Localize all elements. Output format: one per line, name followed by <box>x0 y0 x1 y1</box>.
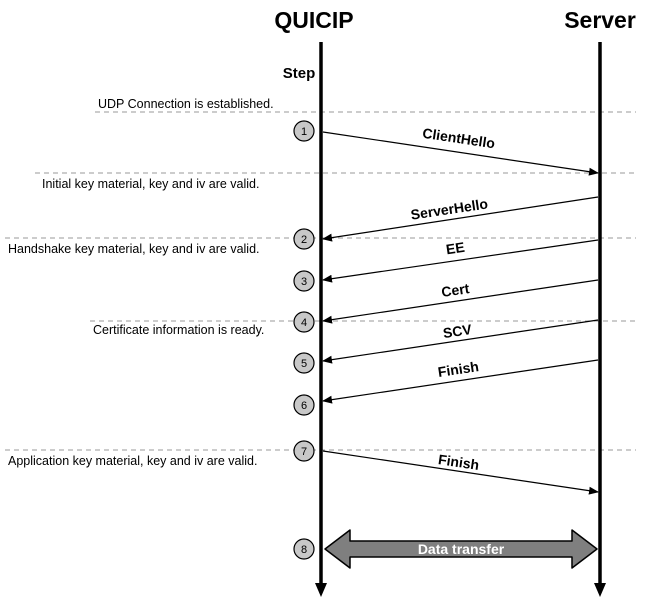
step-marker: 1 <box>293 120 315 142</box>
message-label-cert: Cert <box>440 280 470 300</box>
note-udp-established: UDP Connection is established. <box>98 97 274 111</box>
step-circle <box>293 440 315 462</box>
step-circle <box>293 311 315 333</box>
message-label-scv: SCV <box>442 321 473 341</box>
step-marker: 2 <box>293 228 315 250</box>
message-label-clienthello: ClientHello <box>421 125 496 152</box>
step-number: 6 <box>301 400 307 412</box>
step-marker: 3 <box>293 270 315 292</box>
step-marker: 5 <box>293 352 315 374</box>
step-circle <box>293 270 315 292</box>
message-arrow-clienthello <box>322 131 599 176</box>
step-number: 3 <box>301 276 307 288</box>
message-label-serverhello: ServerHello <box>410 195 489 222</box>
step-circle <box>293 394 315 416</box>
message-arrow-cert <box>322 279 599 324</box>
note-certificate-ready: Certificate information is ready. <box>93 323 264 337</box>
note-application-key: Application key material, key and iv are… <box>8 454 257 468</box>
step-marker: 8 <box>293 538 315 560</box>
step-number: 4 <box>301 317 307 329</box>
step-number: 5 <box>301 358 307 370</box>
step-circle <box>293 120 315 142</box>
server-title: Server <box>564 7 636 33</box>
step-number: 7 <box>301 446 307 458</box>
step-header: Step <box>283 65 316 82</box>
note-handshake-key: Handshake key material, key and iv are v… <box>8 242 260 256</box>
message-arrow-finish-server <box>322 359 599 404</box>
message-arrow-finish-client <box>322 450 599 495</box>
step-circle <box>293 228 315 250</box>
message-arrow-serverhello <box>322 196 599 242</box>
message-arrow-ee <box>322 239 599 283</box>
step-circle <box>293 352 315 374</box>
step-circle <box>293 538 315 560</box>
step-marker: 6 <box>293 394 315 416</box>
step-number: 8 <box>301 544 307 556</box>
note-initial-key: Initial key material, key and iv are val… <box>42 177 259 191</box>
data-transfer-label: Data transfer <box>418 541 505 557</box>
client-title: QUICIP <box>274 7 353 33</box>
step-number: 2 <box>301 234 307 246</box>
step-marker: 4 <box>293 311 315 333</box>
step-number: 1 <box>301 126 307 138</box>
message-label-finish-server: Finish <box>437 358 480 380</box>
data-transfer-arrow <box>324 529 598 569</box>
message-label-ee: EE <box>445 239 466 258</box>
message-label-finish-client: Finish <box>437 451 480 473</box>
step-marker: 7 <box>293 440 315 462</box>
message-arrow-scv <box>322 319 599 364</box>
